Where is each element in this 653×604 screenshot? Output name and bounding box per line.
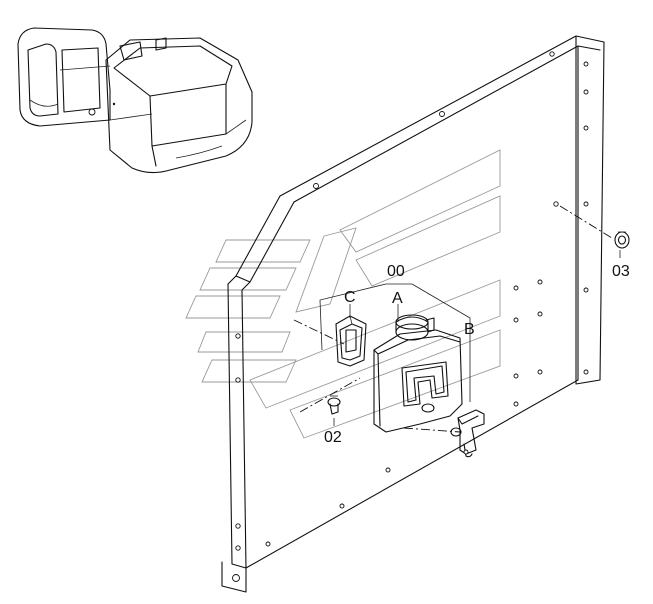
- bolt-part-02: [327, 395, 341, 415]
- callout-c: C: [344, 289, 356, 306]
- callout-a: A: [392, 290, 403, 307]
- side-panel: [221, 35, 605, 593]
- callout-part-03: 03: [612, 263, 630, 280]
- callout-b: B: [464, 321, 475, 338]
- washer-tank-part-a: [373, 314, 463, 433]
- callout-leaders: [319, 250, 621, 426]
- callout-assembly-00: 00: [387, 263, 405, 280]
- watermark-logo: [185, 149, 501, 439]
- callout-part-02: 02: [324, 429, 342, 446]
- grommet-part-03: [614, 231, 630, 249]
- callout-labels: 00 A B C 02 03: [324, 263, 630, 446]
- excavator-locator-thumbnail: [17, 27, 253, 174]
- leader-lines: [293, 205, 613, 433]
- pump-part-b: [450, 409, 485, 458]
- bracket-part-c: [335, 315, 367, 367]
